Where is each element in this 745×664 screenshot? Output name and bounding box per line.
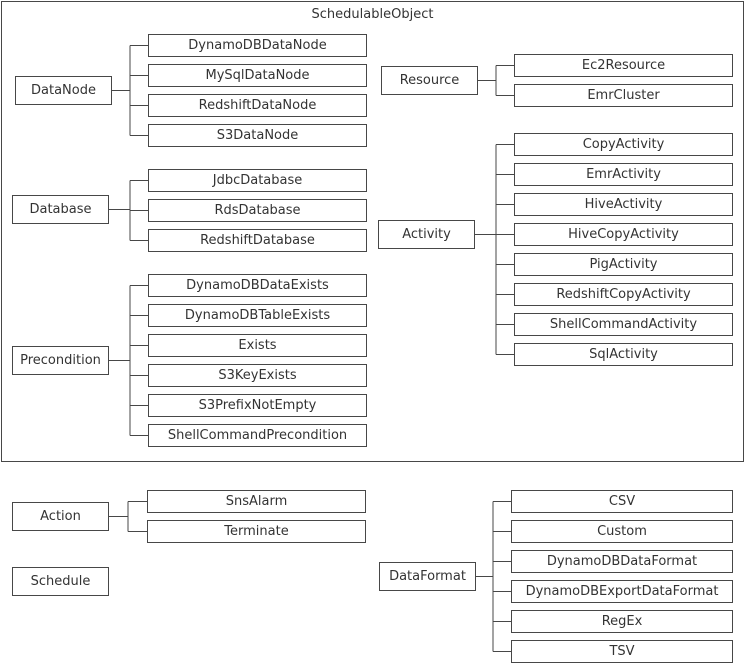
box-csv: CSV <box>511 490 733 513</box>
box-mysql-datanode: MySqlDataNode <box>148 64 367 87</box>
box-schedule: Schedule <box>12 567 109 596</box>
box-s3-key-exists: S3KeyExists <box>148 364 367 387</box>
box-exists: Exists <box>148 334 367 357</box>
box-resource: Resource <box>381 66 478 95</box>
box-terminate: Terminate <box>147 520 366 543</box>
box-dynamodb-table-exists: DynamoDBTableExists <box>148 304 367 327</box>
box-datanode: DataNode <box>15 76 112 105</box>
box-jdbc-database: JdbcDatabase <box>148 169 367 192</box>
box-database: Database <box>12 195 109 224</box>
box-custom: Custom <box>511 520 733 543</box>
box-ec2-resource: Ec2Resource <box>514 54 733 77</box>
box-dynamodb-data-exists: DynamoDBDataExists <box>148 274 367 297</box>
box-tsv: TSV <box>511 640 733 663</box>
box-rds-database: RdsDatabase <box>148 199 367 222</box>
box-copy-activity: CopyActivity <box>514 133 733 156</box>
schedulable-object-frame <box>1 1 744 462</box>
box-dynamodb-export-data-format: DynamoDBExportDataFormat <box>511 580 733 603</box>
connector-dataformat <box>476 501 511 652</box>
box-precondition: Precondition <box>12 346 109 375</box>
box-activity: Activity <box>378 220 475 249</box>
box-emr-cluster: EmrCluster <box>514 84 733 107</box>
box-dataformat: DataFormat <box>379 562 476 591</box>
box-action: Action <box>12 502 109 531</box>
box-sns-alarm: SnsAlarm <box>147 490 366 513</box>
diagram-title: SchedulableObject <box>311 7 434 22</box>
box-hive-activity: HiveActivity <box>514 193 733 216</box>
box-redshift-copy-activity: RedshiftCopyActivity <box>514 283 733 306</box>
connector-action <box>109 501 147 532</box>
box-dynamodb-data-format: DynamoDBDataFormat <box>511 550 733 573</box>
box-regex: RegEx <box>511 610 733 633</box>
box-shell-command-precondition: ShellCommandPrecondition <box>148 424 367 447</box>
box-dynamodb-datanode: DynamoDBDataNode <box>148 34 367 57</box>
box-s3-prefix-not-empty: S3PrefixNotEmpty <box>148 394 367 417</box>
box-emr-activity: EmrActivity <box>514 163 733 186</box>
box-sql-activity: SqlActivity <box>514 343 733 366</box>
box-redshift-database: RedshiftDatabase <box>148 229 367 252</box>
box-s3-datanode: S3DataNode <box>148 124 367 147</box>
box-pig-activity: PigActivity <box>514 253 733 276</box>
box-hive-copy-activity: HiveCopyActivity <box>514 223 733 246</box>
box-redshift-datanode: RedshiftDataNode <box>148 94 367 117</box>
box-shell-command-activity: ShellCommandActivity <box>514 313 733 336</box>
